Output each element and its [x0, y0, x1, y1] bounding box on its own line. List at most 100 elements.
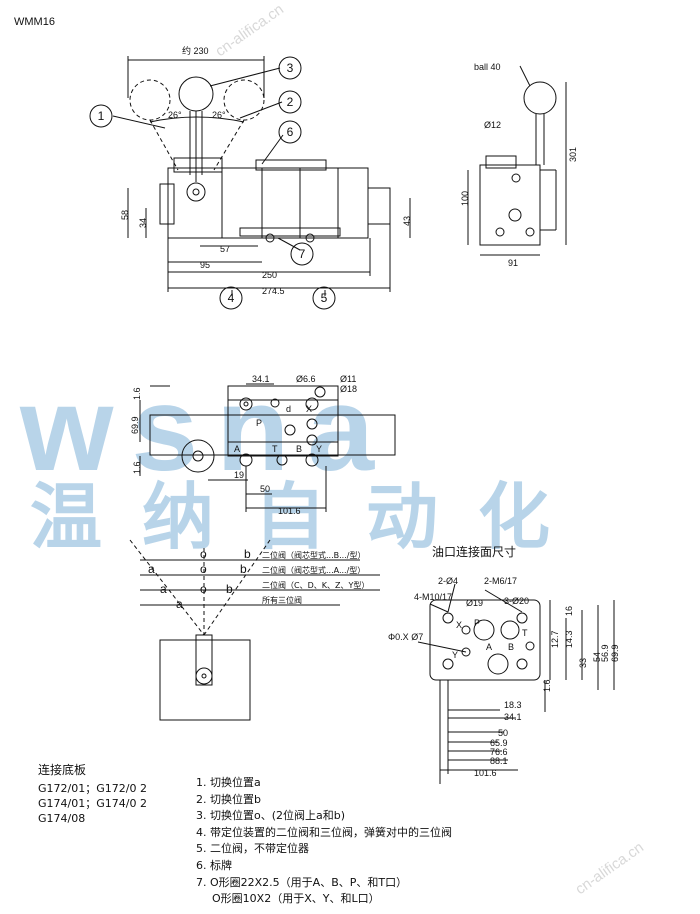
bv-d18: Ø18 [340, 384, 357, 394]
mf-port-y: Y [452, 650, 458, 660]
side-w91: 91 [508, 258, 518, 268]
position-row-4: 所有三位阀 [262, 595, 302, 605]
position-letter-8: a [176, 597, 183, 611]
mf-d19: Ø19 [466, 598, 483, 608]
mf-h54: 54 [592, 652, 602, 662]
model-label: WMM16 [14, 16, 55, 28]
bv-port-x: X [306, 404, 312, 414]
position-letter-9: b [226, 582, 233, 596]
mf-d7: Φ0.X Ø7 [388, 632, 423, 642]
bv-d11a: Ø11 [340, 374, 356, 384]
bv-d50: 50 [260, 484, 270, 494]
mf-port-t: T [522, 628, 528, 638]
mounting-face-drawing [417, 583, 615, 784]
mounting-face-title: 油口连接面尺寸 [432, 545, 517, 559]
mf-w183: 18.3 [504, 700, 522, 710]
dim-58: 58 [120, 210, 130, 220]
dim-angle-right: 26° [212, 110, 226, 120]
position-letter-7: a [160, 582, 167, 596]
base-plate-line-1: G172/01；G172/0 2 [38, 782, 147, 795]
mf-port-p: P [474, 618, 480, 628]
side-h301: 301 [568, 147, 578, 162]
side-d12: Ø12 [484, 120, 501, 130]
base-plate-line-3: G174/08 [38, 812, 86, 825]
callout-5-circle [312, 286, 336, 310]
side-view-drawing [467, 65, 567, 256]
watermark-logo: wsna [20, 362, 393, 496]
bv-port-y: Y [316, 444, 322, 454]
dim-57: 57 [220, 244, 230, 254]
callout-6-circle [278, 120, 302, 144]
position-row-2: 二位阀（阀芯型式...A.../型） [262, 565, 365, 575]
position-letter-5: o [200, 562, 207, 576]
mf-2d4: 2-Ø4 [438, 576, 458, 586]
mf-w659: 65.9 [490, 738, 508, 748]
mf-h699: 69.9 [610, 644, 620, 662]
mf-w1016: 101.6 [474, 768, 497, 778]
mf-w50: 50 [498, 728, 508, 738]
legend-item-6: 6. 标牌 [196, 858, 232, 872]
dim-43: 43 [402, 216, 412, 226]
dim-250: 250 [262, 270, 277, 280]
bv-d34: 34.1 [252, 374, 270, 384]
callout-4: 4 [228, 291, 235, 305]
bv-port-p: P [256, 418, 262, 428]
mf-4m10: 4-M10/17 [414, 592, 452, 602]
mf-h569: 56.9 [600, 644, 610, 662]
legend-item-7b: O形圈10X2（用于X、Y、和L口） [212, 892, 380, 906]
callout-7: 7 [299, 247, 306, 261]
callout-7-circle [290, 242, 314, 266]
watermark-company-name: 温纳自动化 [30, 475, 591, 559]
bv-port-b: B [296, 444, 302, 454]
mf-port-b: B [508, 642, 514, 652]
bv-port-t: T [272, 444, 278, 454]
dim-approx: 约 230 [182, 45, 209, 56]
legend-item-5: 5. 二位阀，不带定位器 [196, 842, 309, 856]
callout-4-circle [219, 286, 243, 310]
callout-1-circle [89, 104, 113, 128]
mf-3d20: 3-Ø20 [504, 596, 529, 606]
dim-34: 34 [138, 218, 148, 228]
side-h100: 100 [460, 191, 470, 206]
position-letter-1: o [200, 547, 207, 561]
mf-h16b: 1.6 [542, 679, 552, 692]
position-letter-6: o [200, 582, 207, 596]
bv-d19: 19 [234, 470, 244, 480]
mf-h33: 33 [578, 658, 588, 668]
mf-port-x: X [456, 620, 462, 630]
bv-d66: Ø6.6 [296, 374, 316, 384]
legend-item-3: 3. 切换位置o、(2位阀上a和b) [196, 809, 346, 823]
mf-h143: 14.3 [564, 630, 574, 648]
bv-h16a: 1.6 [132, 387, 142, 400]
legend-item-4: 4. 带定位装置的二位阀和三位阀，弹簧对中的三位阀 [196, 825, 452, 839]
callout-3: 3 [287, 61, 294, 75]
callout-3-circle [278, 56, 302, 80]
mf-w881: 88.1 [490, 756, 508, 766]
dim-95: 95 [200, 260, 210, 270]
position-letter-3: a [148, 562, 155, 576]
bv-port-a: A [234, 444, 240, 454]
bv-port-d: d [286, 404, 291, 414]
mf-w766: 76.6 [490, 747, 508, 757]
base-plate-title: 连接底板 [38, 763, 87, 777]
bv-h16b: 1.6 [132, 461, 142, 474]
side-ball: ball 40 [474, 62, 501, 72]
legend-item-1: 1. 切换位置a [196, 776, 261, 789]
bv-h69: 69.9 [130, 416, 140, 434]
legend-item-7: 7. O形圈22X2.5（用于A、B、P、和T口） [196, 875, 408, 889]
legend-list: 1. 切换位置a 2. 切换位置b 3. 切换位置o、(2位阀上a和b) 4. … [196, 775, 452, 908]
legend-item-2: 2. 切换位置b [196, 792, 261, 806]
callout-5: 5 [321, 291, 328, 305]
callout-6: 6 [287, 125, 294, 139]
dim-angle-left: 26° [168, 110, 182, 120]
callout-2-circle [278, 90, 302, 114]
position-row-3: 二位阀（C、D、K、Z、Y型） [262, 580, 369, 590]
base-plate-block: 连接底板 G172/01；G172/0 2 G174/01；G174/0 2 G… [38, 763, 147, 826]
top-view-drawing [89, 56, 411, 310]
position-letter-4: b [240, 562, 247, 576]
bottom-view-drawing [139, 383, 396, 512]
mf-h127: 12.7 [550, 630, 560, 648]
callout-2: 2 [287, 95, 294, 109]
position-letter-2: b [244, 547, 251, 561]
